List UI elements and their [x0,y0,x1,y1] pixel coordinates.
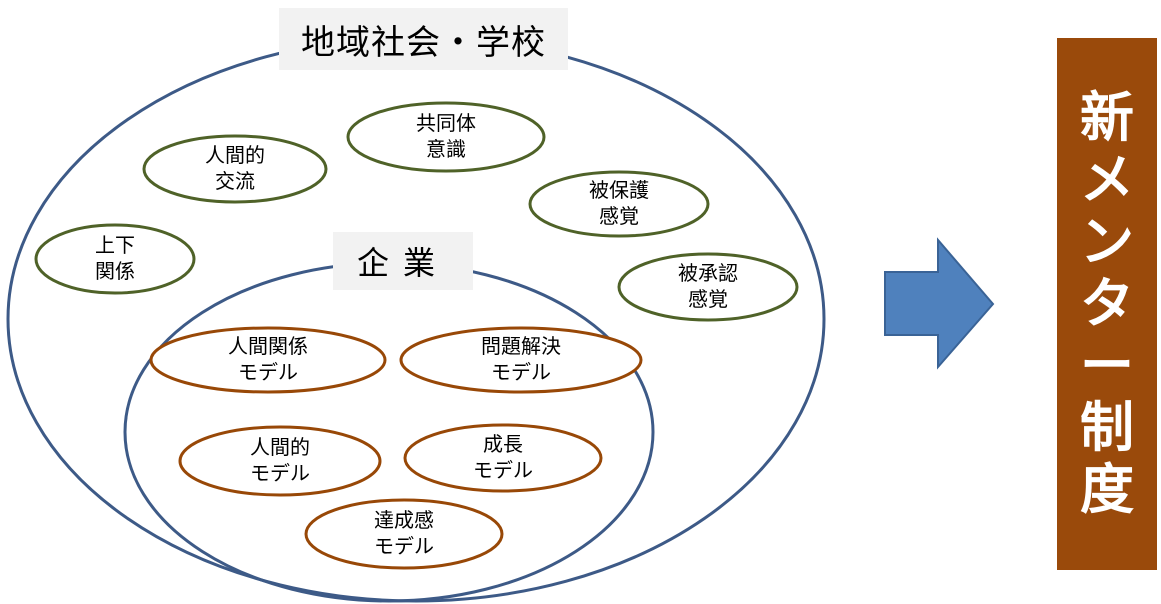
bubble-label-line1: 人間的 [250,435,310,459]
outer-bubble: 被承認 感覚 [617,252,799,322]
bubble-label-line2: 意識 [426,137,466,161]
inner-bubble: 成長 モデル [403,423,603,493]
outer-bubble: 共同体 意識 [346,101,546,173]
bubble-label-line1: 上下 [95,233,135,257]
bubble-label-line2: モデル [374,534,434,558]
inner-bubble: 人間関係 モデル [149,326,387,394]
bubble-label-line1: 達成感 [374,508,434,532]
bubble-label-line2: モデル [491,360,551,384]
inner-bubble: 問題解決 モデル [399,326,643,394]
result-label: 新メンター制度 [1080,86,1134,521]
bubble-label-line1: 人間関係 [228,334,308,358]
outer-bubble: 被保護 感覚 [528,170,710,238]
bubble-label-line1: 人間的 [205,143,265,167]
right-arrow-icon [884,237,995,370]
outer-circle-title: 地域社会・学校 [279,8,568,70]
bubble-label-line2: 感覚 [688,287,728,311]
outer-bubble: 人間的 交流 [142,134,328,204]
bubble-label-line1: 共同体 [416,111,476,135]
bubble-label-line1: 被保護 [589,178,649,202]
bubble-label-line2: モデル [238,360,298,384]
inner-bubble: 人間的 モデル [178,425,382,497]
bubble-label-line1: 被承認 [678,261,738,285]
inner-bubble: 達成感 モデル [304,498,504,570]
bubble-label-line2: 交流 [215,169,255,193]
bubble-label-line2: モデル [250,461,310,485]
bubble-label-line1: 成長 [483,432,523,456]
inner-circle-title: 企業 [333,232,473,290]
bubble-label-line2: 関係 [95,259,135,283]
bubble-label-line2: モデル [473,458,533,482]
bubble-label-line1: 問題解決 [481,334,561,358]
result-box: 新メンター制度 [1057,38,1157,570]
bubble-label-line2: 感覚 [599,204,639,228]
outer-bubble: 上下 関係 [34,223,196,295]
